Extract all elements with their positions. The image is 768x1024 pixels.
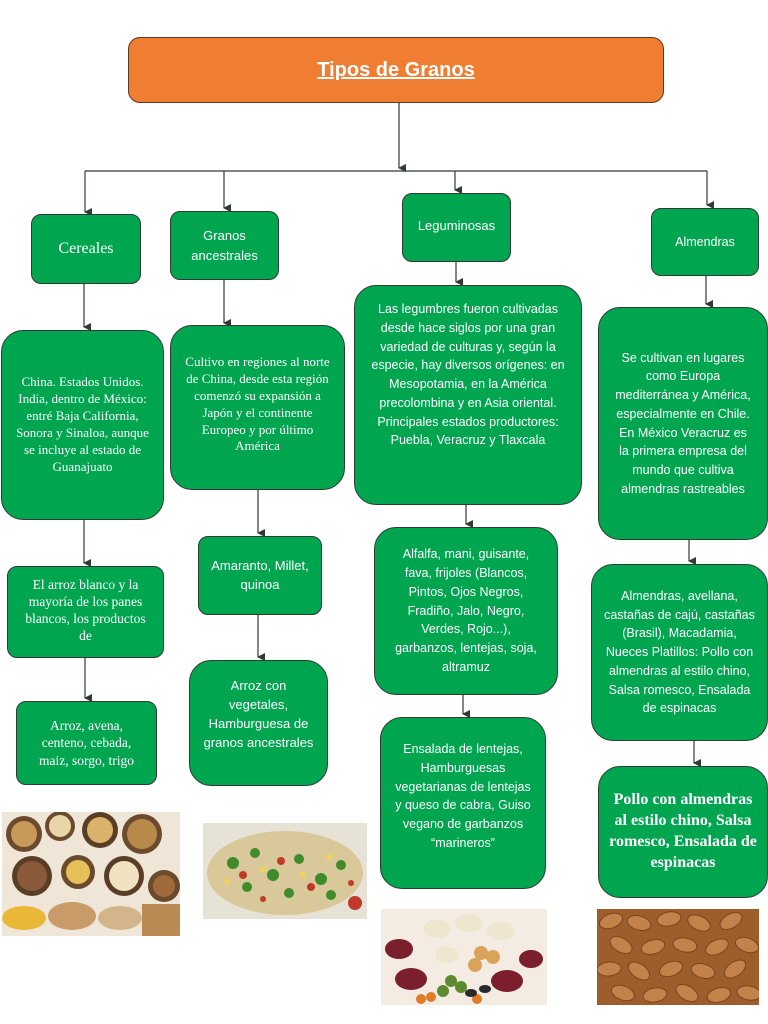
almendras-dishes: Pollo con almendras al estilo chino, Sal… [598, 766, 768, 898]
cereales-examples: Arroz, avena, centeno, cebada, maiz, sor… [16, 701, 157, 785]
cereales-products: El arroz blanco y la mayoría de los pane… [7, 566, 164, 658]
ancestrales-origin: Cultivo en regiones al norte de China, d… [170, 325, 345, 490]
almendras-examples: Almendras, avellana, castañas de cajú, c… [591, 564, 768, 741]
cereales-origin: China. Estados Unidos. India, dentro de … [1, 330, 164, 520]
almendras-header: Almendras [651, 208, 759, 276]
almendras-origin: Se cultivan en lugares como Europa medit… [598, 307, 768, 540]
almonds-photo [597, 909, 759, 1005]
leguminosas-examples: Alfalfa, mani, guisante, fava, frijoles … [374, 527, 558, 695]
diagram-title: Tipos de Granos [317, 58, 475, 81]
leguminosas-origin: Las legumbres fueron cultivadas desde ha… [354, 285, 582, 505]
grain-salad-photo [203, 823, 367, 919]
ancestrales-dishes: Arroz con vegetales, Hamburguesa de gran… [189, 660, 328, 786]
grain-bowls-photo [2, 812, 180, 936]
title-box: Tipos de Granos [128, 37, 664, 103]
leguminosas-header: Leguminosas [402, 193, 511, 262]
leguminosas-dishes: Ensalada de lentejas, Hamburguesas veget… [380, 717, 546, 889]
cereales-header: Cereales [31, 214, 141, 284]
ancestrales-examples: Amaranto, Millet, quinoa [198, 536, 322, 615]
ancestrales-header: Granos ancestrales [170, 211, 279, 280]
beans-photo [381, 909, 547, 1005]
